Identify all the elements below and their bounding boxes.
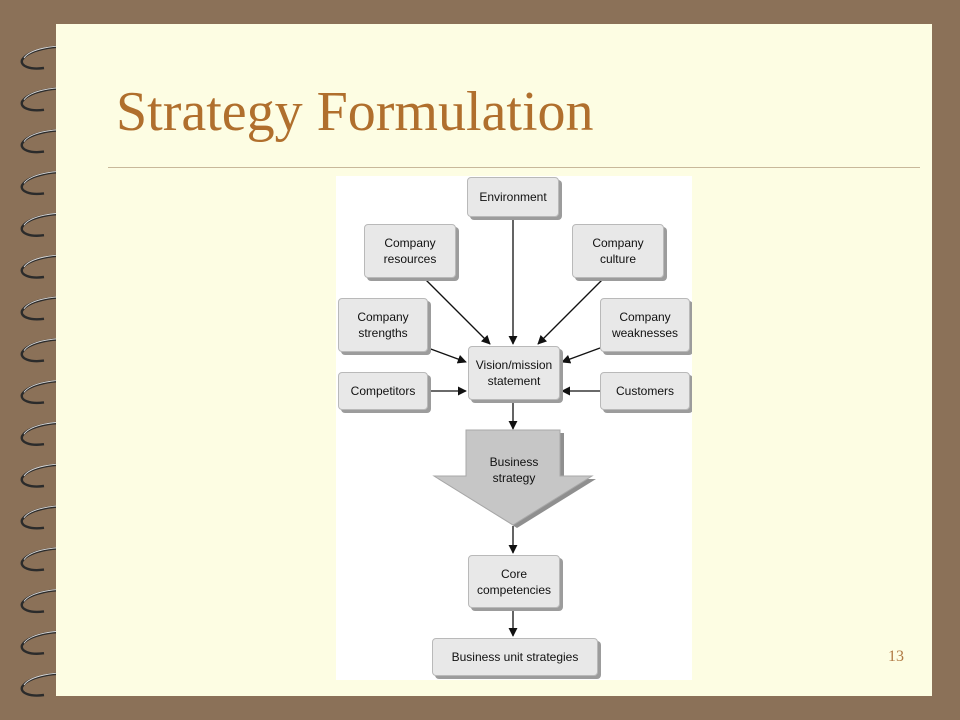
title-divider [108, 167, 920, 168]
page-number: 13 [888, 648, 904, 665]
node-company-resources: Company resources [364, 224, 456, 278]
diagram-connectors [421, 217, 607, 637]
node-company-strengths: Company strengths [338, 298, 428, 352]
node-customers: Customers [600, 372, 690, 410]
node-company-weaknesses: Company weaknesses [600, 298, 690, 352]
arrow-resources-vision [421, 275, 491, 345]
arrow-weaknesses-vision [561, 347, 601, 364]
arrow-strengths-vision [427, 347, 467, 364]
strategy-diagram: Environment Company resources Company cu… [336, 176, 692, 680]
node-environment: Environment [467, 177, 559, 217]
node-core-competencies: Core competencies [468, 555, 560, 608]
business-strategy-shape [432, 429, 594, 526]
node-competitors: Competitors [338, 372, 428, 410]
arrow-culture-vision [537, 275, 607, 345]
node-company-culture: Company culture [572, 224, 664, 278]
node-business-unit-strategies: Business unit strategies [432, 638, 598, 676]
node-vision-mission-statement: Vision/mission statement [468, 346, 560, 400]
node-business-strategy: Business strategy [489, 455, 539, 485]
slide-title: Strategy Formulation [116, 81, 594, 143]
